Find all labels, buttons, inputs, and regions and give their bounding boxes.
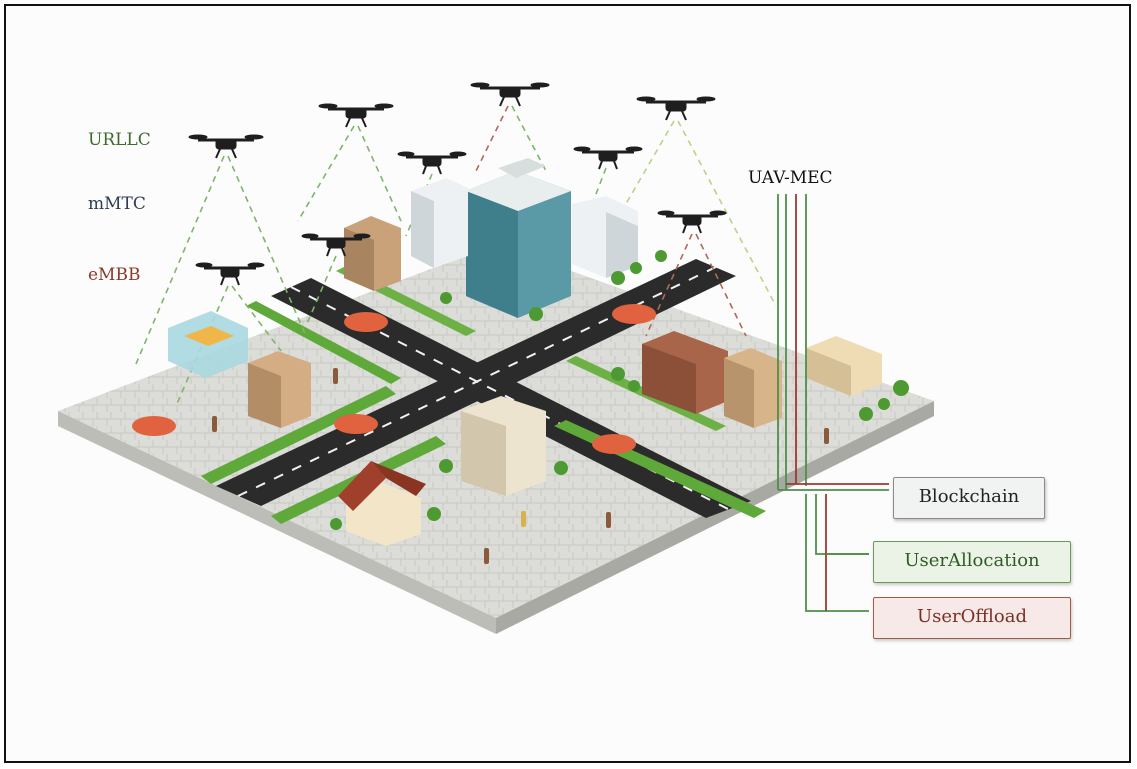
central-tower xyxy=(466,158,571,318)
person-icon xyxy=(212,368,829,564)
glass-pavilion xyxy=(168,311,248,378)
user-offload-box: UserOffload xyxy=(873,597,1071,639)
building-small-far-right xyxy=(806,336,882,396)
legend-embb: eMBB xyxy=(88,265,141,285)
blockchain-box: Blockchain xyxy=(893,477,1045,519)
city-scene xyxy=(58,82,934,634)
building-brown-left xyxy=(248,351,311,428)
building-beige-center xyxy=(461,396,546,496)
diagram-frame: URLLC mMTC eMBB UAV-MEC Blockchain UserA… xyxy=(4,4,1131,763)
drone-icon xyxy=(188,82,727,286)
car-icon xyxy=(132,304,656,454)
legend-urllc: URLLC xyxy=(88,130,151,150)
user-allocation-box: UserAllocation xyxy=(873,541,1071,583)
building-brown-back xyxy=(344,216,401,291)
building-white-left xyxy=(411,178,468,268)
uav-mec-connectors xyxy=(777,194,889,612)
uav-mec-label: UAV-MEC xyxy=(748,168,833,188)
house-icon xyxy=(338,461,426,546)
building-brick-right xyxy=(642,331,782,428)
grass-strips xyxy=(201,266,766,524)
tree-icon xyxy=(330,250,909,530)
legend-mmtc: mMTC xyxy=(88,194,146,214)
building-white-right xyxy=(572,196,638,278)
